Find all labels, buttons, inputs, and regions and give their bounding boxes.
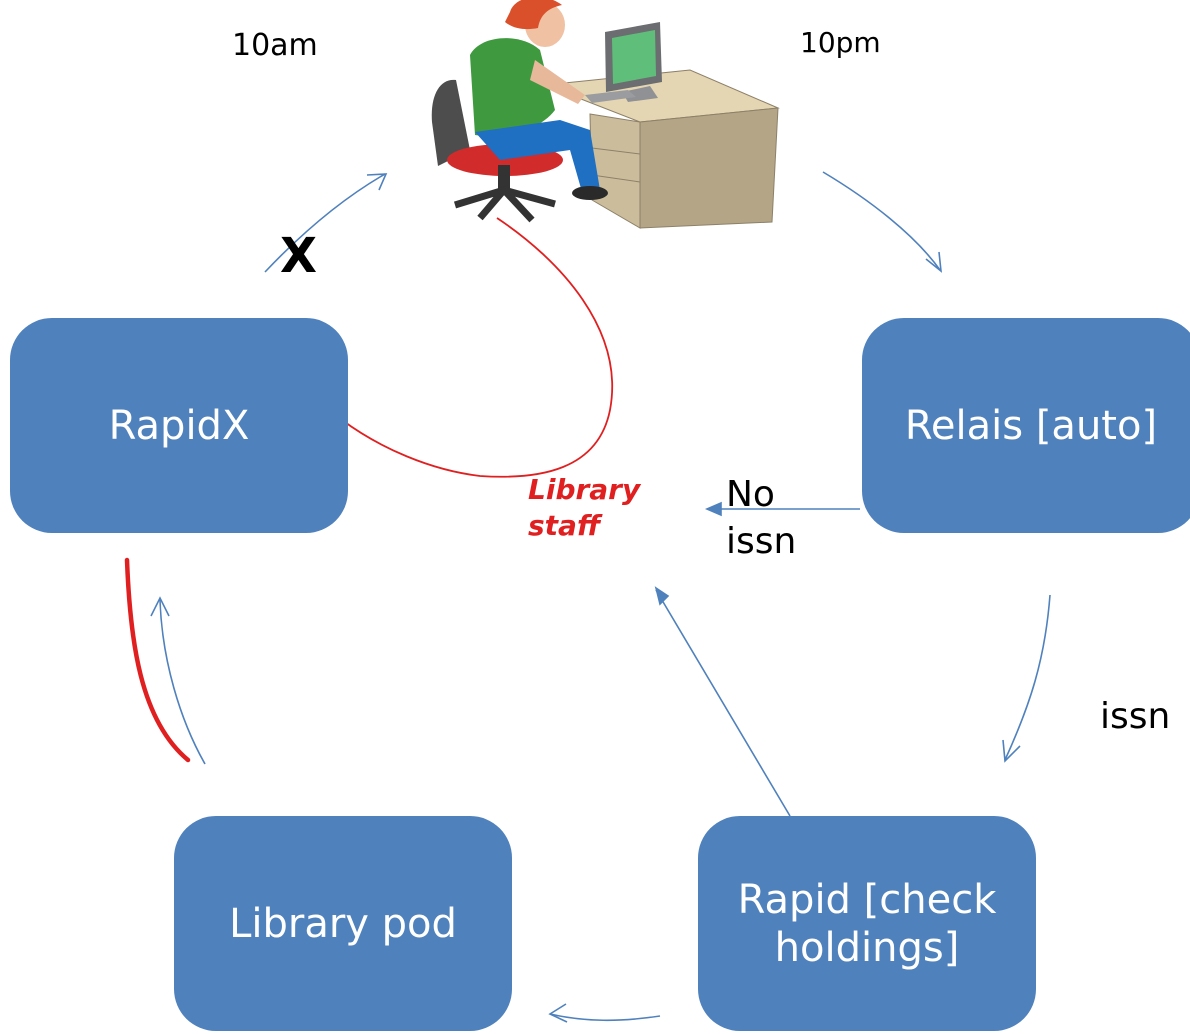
arrowhead-rapidx — [150, 596, 170, 617]
arrowhead-person — [366, 173, 388, 191]
node-rapid: Rapid [check holdings] — [698, 816, 1036, 1031]
node-rapidx-label: RapidX — [108, 402, 250, 449]
arrowhead-rapid — [1002, 739, 1021, 763]
node-rapidx: RapidX — [10, 318, 348, 533]
time-morning-label: 10am — [232, 28, 318, 63]
arrowhead-relais — [925, 251, 942, 273]
no-issn-label: No issn — [726, 474, 797, 562]
arrowhead-no-issn — [704, 501, 722, 517]
issn-label: issn — [1100, 696, 1171, 737]
arrowhead-pod — [548, 1003, 568, 1023]
node-rapid-label: Rapid [check holdings] — [737, 876, 997, 971]
staff-path-curve — [341, 217, 613, 478]
node-relais-label: Relais [auto] — [904, 402, 1158, 449]
arrow-pod-to-rapidx — [159, 599, 206, 765]
library-staff-label: Library staff — [528, 473, 641, 543]
arrowhead-staff — [654, 586, 670, 606]
flow-arrows — [150, 171, 1051, 1023]
node-pod-label: Library pod — [229, 900, 457, 947]
node-relais: Relais [auto] — [862, 318, 1190, 533]
time-evening-label: 10pm — [800, 26, 881, 59]
staff-paths — [124, 217, 613, 763]
arrow-rapidx-to-person — [264, 173, 386, 273]
arrow-rapid-to-staff — [655, 589, 791, 817]
staff-path-thick — [124, 557, 191, 763]
node-library-pod: Library pod — [174, 816, 512, 1031]
person-at-computer-icon — [431, 0, 780, 229]
arrow-person-to-relais — [822, 171, 941, 271]
arrow-relais-to-rapid — [1004, 594, 1051, 761]
blocked-mark: X — [280, 228, 318, 284]
arrow-rapid-to-pod — [549, 1013, 661, 1022]
